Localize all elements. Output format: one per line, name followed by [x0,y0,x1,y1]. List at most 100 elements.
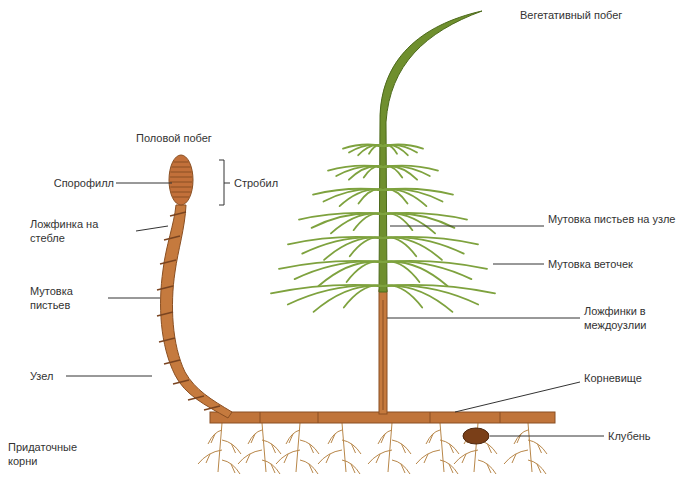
branch [344,285,383,307]
branch [383,285,422,307]
adventitious-root [262,423,266,472]
root-branch [392,460,410,474]
root-hair [351,464,355,473]
stem-node [159,338,175,342]
root-hair [462,454,466,463]
root-hair [488,444,492,453]
part-label: Узел [30,369,70,383]
branch [324,237,383,259]
leaf-whorl [378,145,388,147]
root-hair [284,454,288,463]
root-branch [318,450,342,464]
branch [383,285,478,304]
root-hair [512,454,516,463]
root-hair [246,454,250,463]
root-branch [238,450,262,464]
branch [383,189,426,206]
root-hair [401,464,405,473]
root-hair [331,434,335,443]
root-hair [271,464,275,473]
branch [383,261,419,282]
part-label: Спорофилл [28,176,114,190]
root-hair [376,454,380,463]
root-hair [326,454,330,463]
root-hair [424,454,428,463]
branch [383,237,416,256]
root-hair [206,454,210,463]
part-label: Мутовка веточек [548,257,688,271]
root-hair [211,434,215,443]
root-hair [352,444,356,453]
sporophyll [172,167,191,168]
root-branch [368,450,392,464]
branch [331,213,383,233]
root-hair [487,464,491,473]
stem-node [164,360,180,364]
sporophyll [173,197,189,198]
branch [383,213,435,233]
root-hair [272,444,276,453]
root-branch [454,450,478,464]
branch [319,262,383,287]
root-hair [381,434,385,443]
stem-node [170,212,186,216]
branch [383,213,412,230]
root-branch [342,440,361,454]
adventitious-root [342,423,346,472]
sporophyll [170,187,191,188]
branch [359,189,384,203]
root-branch [222,460,240,474]
root-branch [342,460,360,474]
branch [314,286,383,312]
root-branch [262,440,281,454]
part-label: Ложфинки в междоузлии [584,304,688,332]
root-hair [310,444,314,453]
sporophyll [171,192,190,193]
branch [340,189,383,206]
root-branch [528,460,546,474]
branch [383,286,452,312]
leaf-whorl [378,285,388,287]
root-branch [286,430,300,444]
root-branch [416,450,440,464]
root-branch [248,430,262,444]
leaf-whorl [378,237,388,239]
branch [347,261,383,282]
branch [302,237,383,253]
part-label: Половой побег [136,131,246,145]
root-hair [251,434,255,443]
branch [354,213,383,230]
stem-node [164,236,180,240]
stem-node [173,380,189,384]
root-hair [429,434,433,443]
stem-node [188,396,204,400]
branch [383,262,447,287]
root-hair [232,444,236,453]
root-branch [514,430,528,444]
part-label: Мутовка пистьев на узле [548,212,688,226]
sporophyll [170,182,192,183]
stem-node [157,286,173,290]
part-label: Клубень [608,429,688,443]
root-hair [289,434,293,443]
root-branch [426,430,440,444]
stem-node [157,312,173,316]
branch [383,261,471,279]
root-branch [300,440,319,454]
part-label: Придаточные корни [8,440,108,468]
leaf-whorl [378,213,388,215]
sporophyll [171,172,192,173]
branch [383,237,442,259]
adventitious-root [440,423,444,472]
part-label: Ложфинка на стебле [30,217,134,245]
root-branch [300,460,318,474]
root-branch [378,430,392,444]
root-hair [309,464,313,473]
root-branch [276,450,300,464]
root-branch [478,460,496,474]
leaf-whorl [378,166,388,168]
part-label: Корневище [584,371,684,385]
root-branch [528,440,547,454]
